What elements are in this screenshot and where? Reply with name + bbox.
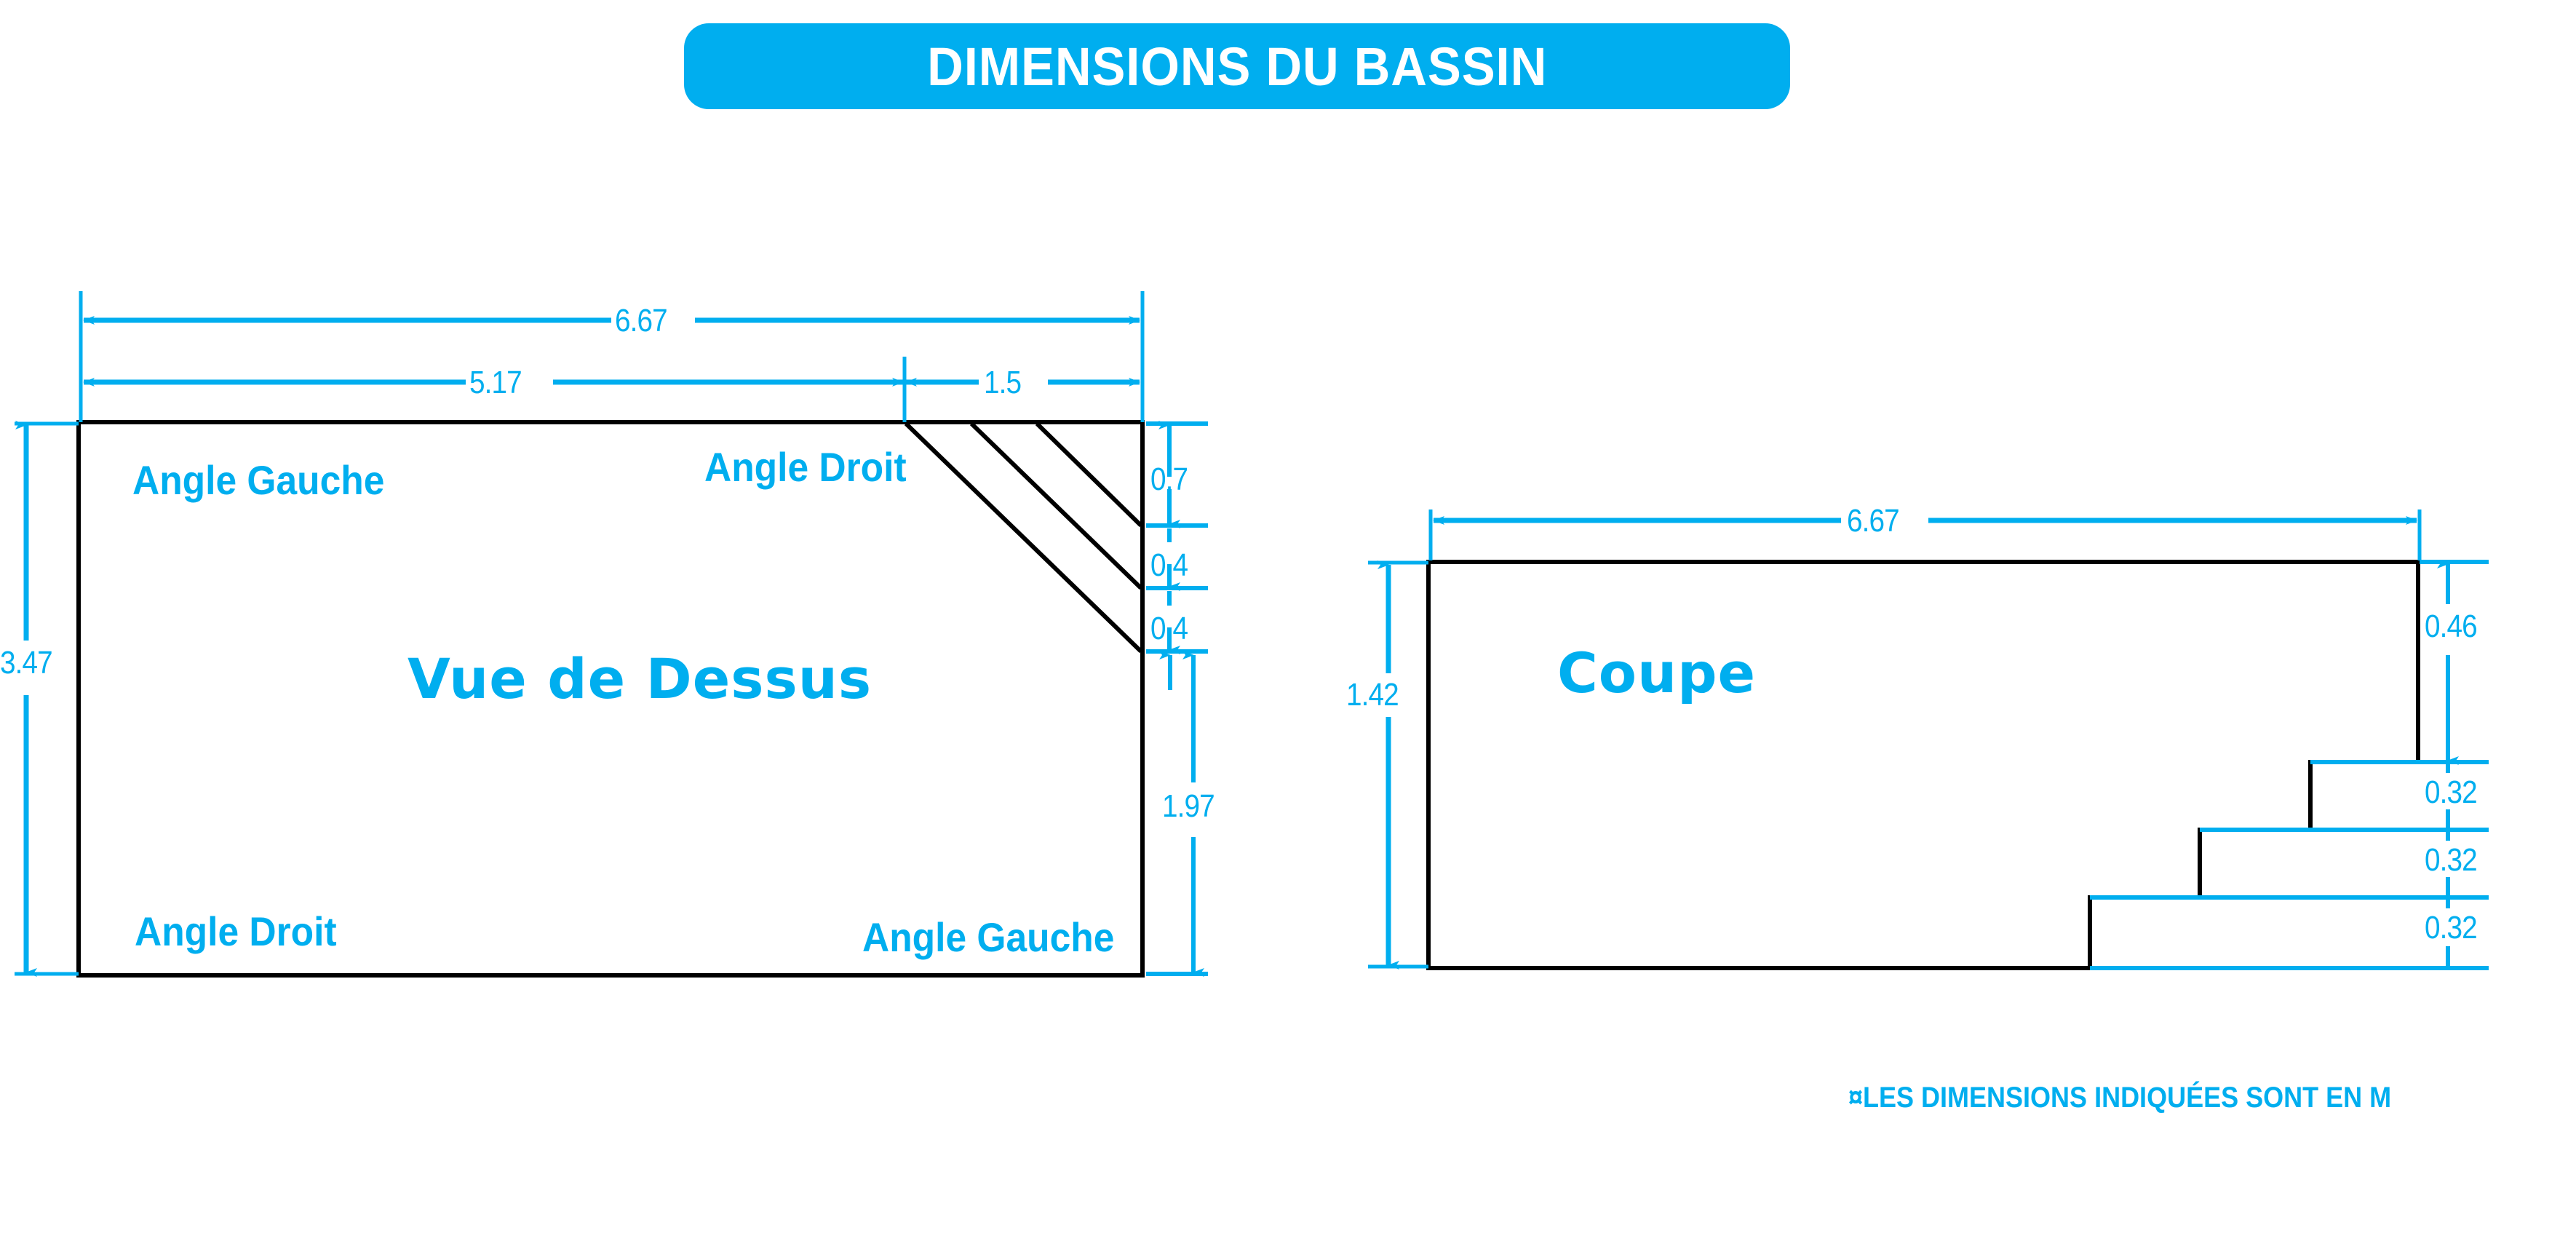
dim-label-top-overall-height: 3.47 [0, 645, 53, 681]
dim-label-top-remaining-height: 1.97 [1162, 788, 1215, 824]
dim-label-top-overall-width: 6.67 [615, 303, 668, 338]
corner-label-bottom-right: Angle Gauche [862, 914, 1115, 960]
dim-label-top-step-3: 0.4 [1150, 611, 1188, 646]
corner-label-top-right: Angle Droit [704, 444, 907, 490]
top-view-stair-line-3 [1035, 421, 1143, 528]
dim-label-top-step-2: 0.4 [1150, 547, 1188, 583]
page-title: DIMENSIONS DU BASSIN [926, 36, 1548, 97]
section-outline [1426, 560, 2420, 970]
top-view-stair-line-1 [904, 421, 1143, 654]
dim-label-section-step-4: 0.32 [2425, 910, 2478, 945]
section-view-label: Coupe [1557, 641, 1757, 705]
dim-label-top-step-1: 0.7 [1150, 461, 1188, 497]
top-view-stair-line-2 [969, 421, 1143, 590]
section-view-group [1368, 510, 2489, 970]
dim-label-top-left-segment: 5.17 [469, 365, 522, 400]
dim-label-section-step-1: 0.46 [2425, 608, 2478, 644]
dim-label-section-step-3: 0.32 [2425, 842, 2478, 878]
dim-label-section-overall-depth: 1.42 [1346, 677, 1399, 713]
dim-label-section-overall-width: 6.67 [1847, 503, 1900, 539]
title-banner: DIMENSIONS DU BASSIN [684, 23, 1790, 109]
top-view-label: Vue de Dessus [408, 646, 872, 711]
corner-label-top-left: Angle Gauche [132, 457, 385, 503]
top-view-group [15, 291, 1208, 978]
dim-label-top-right-segment: 1.5 [984, 365, 1022, 400]
dim-label-section-step-2: 0.32 [2425, 774, 2478, 810]
units-footnote: ¤LES DIMENSIONS INDIQUÉES SONT EN M [1848, 1082, 2392, 1114]
corner-label-bottom-left: Angle Droit [135, 908, 337, 954]
